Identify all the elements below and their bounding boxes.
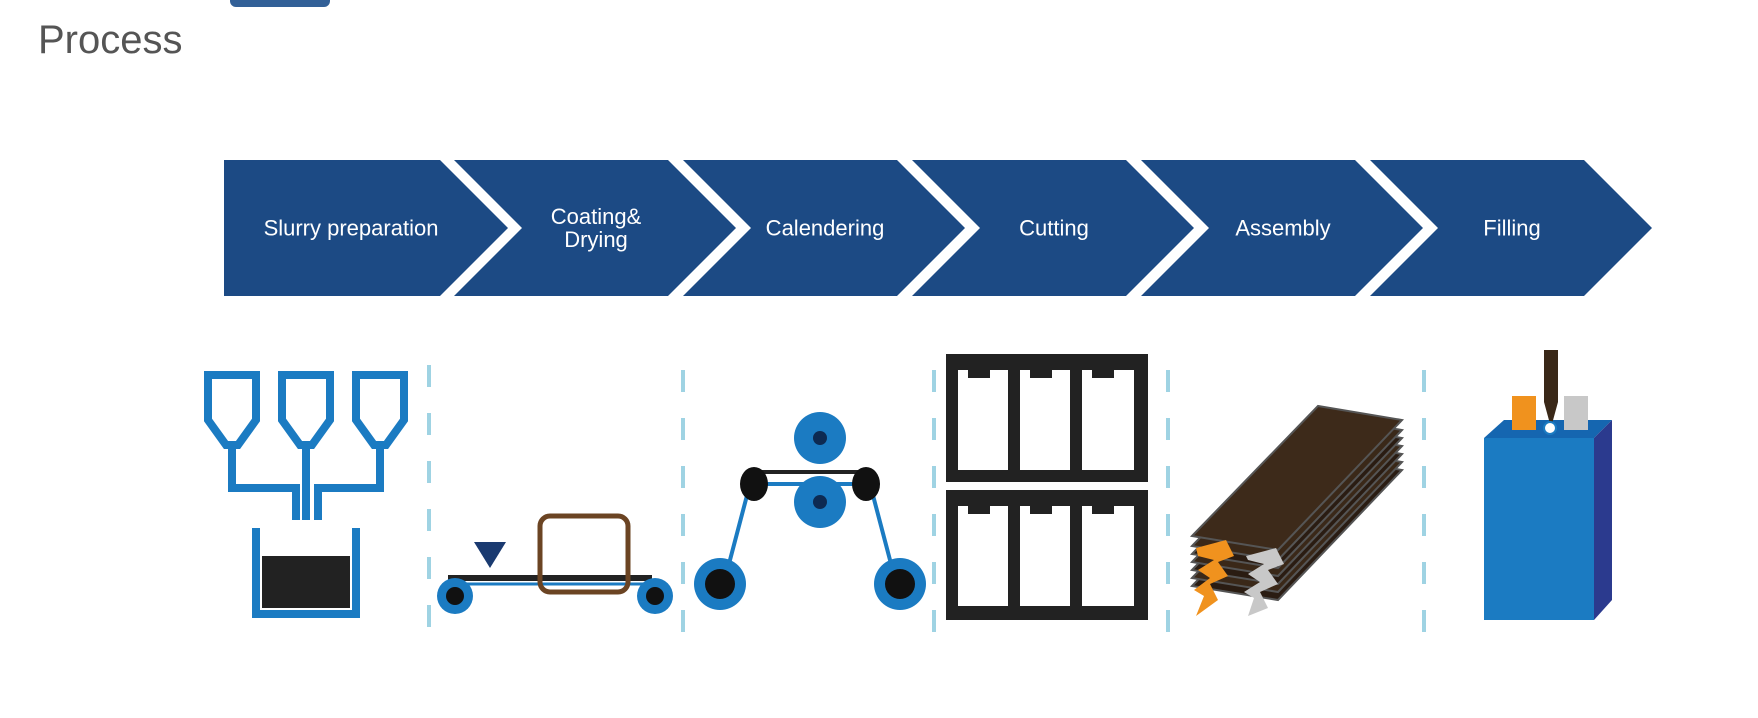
step-label-coating-line1: Coating&: [550, 204, 642, 229]
chevron-calendering: [683, 160, 965, 296]
step-label-filling: Filling: [1483, 215, 1541, 241]
chevron-filling: [1370, 160, 1652, 296]
chevron-slurry-preparation: [224, 160, 508, 296]
step-label-coating-drying: Coating& Drying: [551, 205, 642, 251]
calender-rolls-icon: [694, 412, 926, 610]
coating-roller-icon: [437, 513, 673, 614]
cell-filling-icon: [1484, 350, 1612, 620]
chevron-cutting: [912, 160, 1194, 296]
step-label-slurry-preparation: Slurry preparation: [263, 215, 439, 241]
electrode-cutting-icon: [946, 354, 1148, 620]
step-label-calendering: Calendering: [765, 215, 885, 241]
mixing-hoppers-icon: [204, 371, 408, 618]
title-remnant: [230, 0, 330, 7]
chevron-coating-drying: [454, 160, 736, 296]
step-label-cutting: Cutting: [1019, 215, 1089, 241]
step-label-assembly: Assembly: [1235, 215, 1331, 241]
chevron-assembly: [1141, 160, 1423, 296]
page-subtitle: Process: [38, 18, 183, 62]
electrode-stack-icon: [1189, 404, 1405, 616]
step-label-coating-line2: Drying: [564, 227, 628, 252]
